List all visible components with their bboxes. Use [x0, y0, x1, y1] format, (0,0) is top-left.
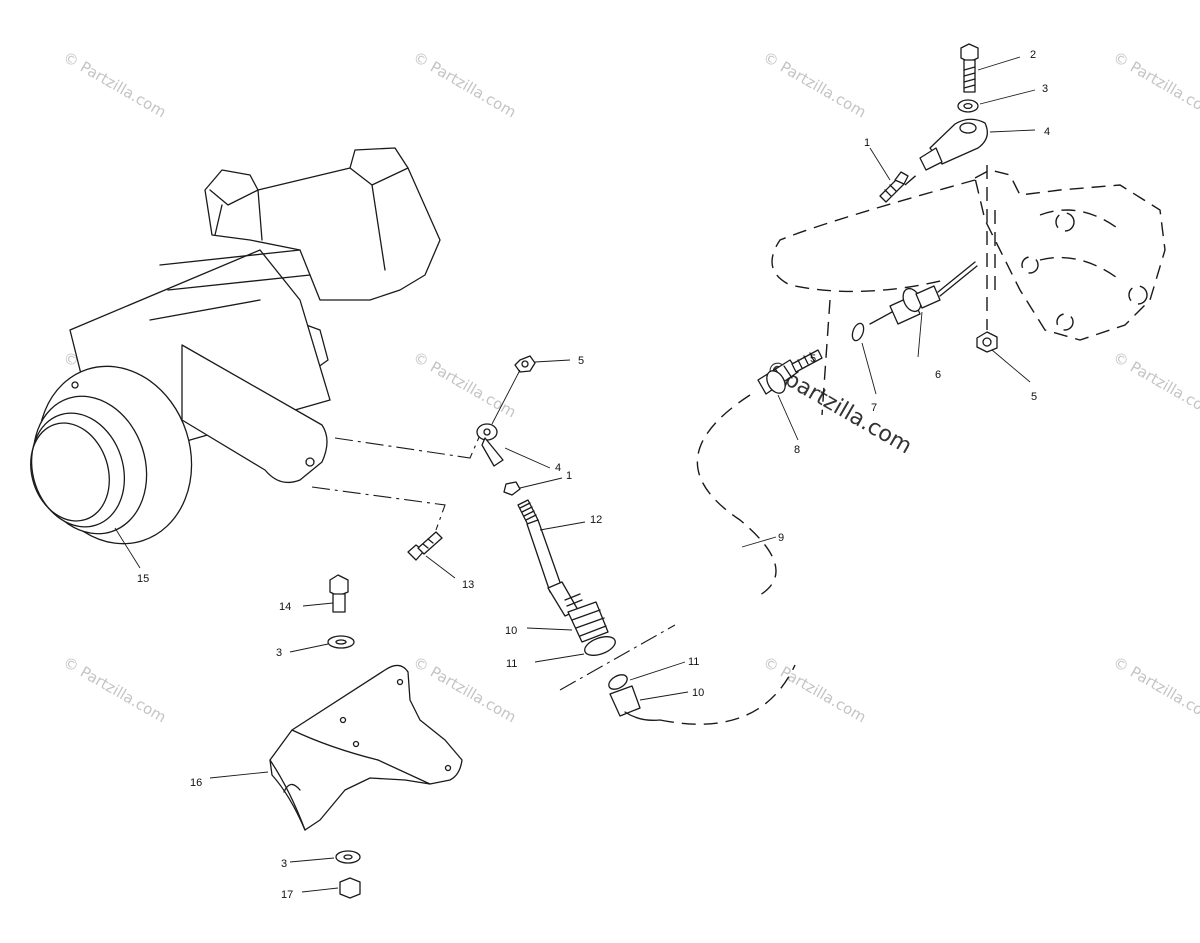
- watermark: © Partzilla.com: [410, 653, 519, 726]
- part-4-rod-end: [919, 118, 988, 171]
- watermark: © Partzilla.com: [760, 48, 869, 121]
- part-4-rod-end: [476, 423, 504, 467]
- callout-1: 1: [566, 470, 572, 482]
- callout-3: 3: [281, 858, 287, 870]
- part-5-nut: [514, 355, 536, 373]
- callout-9: 9: [778, 532, 784, 544]
- part-14-bolt: [329, 574, 349, 613]
- part-11-washer: [584, 636, 616, 656]
- part-5-nut: [976, 331, 998, 353]
- callout-13: 13: [462, 579, 474, 591]
- cable-sheath: [624, 711, 661, 721]
- part-2-bolt: [960, 43, 979, 93]
- watermark: © Partzilla.com: [1110, 348, 1200, 421]
- watermark: © Partzilla.com: [760, 653, 869, 726]
- callout-5: 5: [578, 355, 584, 367]
- callout-10: 10: [505, 625, 517, 637]
- callout-8: 8: [794, 444, 800, 456]
- part-3-washer: [957, 99, 979, 113]
- callout-6: 6: [935, 369, 941, 381]
- part-10-jam-nut: [609, 685, 641, 717]
- callout-3: 3: [1042, 83, 1048, 95]
- callout-17: 17: [281, 889, 293, 901]
- centerline: [311, 486, 446, 531]
- watermark: © Partzilla.com: [1110, 653, 1200, 726]
- watermark: © Partzilla.com: [60, 653, 169, 726]
- throttle-body-outline: [771, 169, 1166, 341]
- centerline: [904, 171, 921, 186]
- watermark: © Partzilla.com: [60, 48, 169, 121]
- callout-15: 15: [137, 573, 149, 585]
- part-7-washer: [851, 322, 865, 342]
- callout-1: 1: [864, 137, 870, 149]
- watermark: © Partzilla.com: [410, 348, 519, 421]
- part-15-shaft-housing: [30, 147, 441, 545]
- part-12-cable-end: [517, 499, 583, 617]
- centerline: [334, 434, 481, 459]
- part-9-cable: [659, 394, 796, 725]
- watermark: © Partzilla.com: [1110, 48, 1200, 121]
- callout-2: 2: [1030, 49, 1036, 61]
- part-1-ball-stud: [879, 171, 909, 203]
- callout-4: 4: [555, 462, 561, 474]
- callout-layer: 2 3 4 1 5 4 1 12 6 7 8 5 9 13 14 15 3 10…: [137, 49, 1050, 901]
- callout-5: 5: [1031, 391, 1037, 403]
- part-8-adjuster: [757, 349, 823, 395]
- callout-5: 5: [810, 353, 816, 365]
- callout-12: 12: [590, 514, 602, 526]
- callout-16: 16: [190, 777, 202, 789]
- watermark: © Partzilla.com: [410, 48, 519, 121]
- callout-11: 11: [506, 658, 517, 670]
- callout-11: 11: [688, 656, 699, 668]
- part-6-cable-fitting: [869, 261, 978, 325]
- callout-3: 3: [276, 647, 282, 659]
- part-10-jam-nut: [567, 601, 609, 643]
- part-11-washer: [608, 674, 628, 690]
- callout-10: 10: [692, 687, 704, 699]
- part-3-washer: [327, 635, 355, 649]
- part-13-bolt: [407, 531, 443, 561]
- callout-7: 7: [871, 402, 877, 414]
- part-1-nut: [503, 481, 521, 496]
- part-17-nut: [339, 877, 361, 899]
- part-3-washer: [335, 850, 361, 864]
- callout-4: 4: [1044, 126, 1050, 138]
- leader-lines: [114, 56, 1036, 893]
- callout-14: 14: [279, 601, 291, 613]
- break-line: [559, 624, 676, 691]
- part-16-bracket: [269, 664, 463, 831]
- part-9-cable: [821, 299, 831, 416]
